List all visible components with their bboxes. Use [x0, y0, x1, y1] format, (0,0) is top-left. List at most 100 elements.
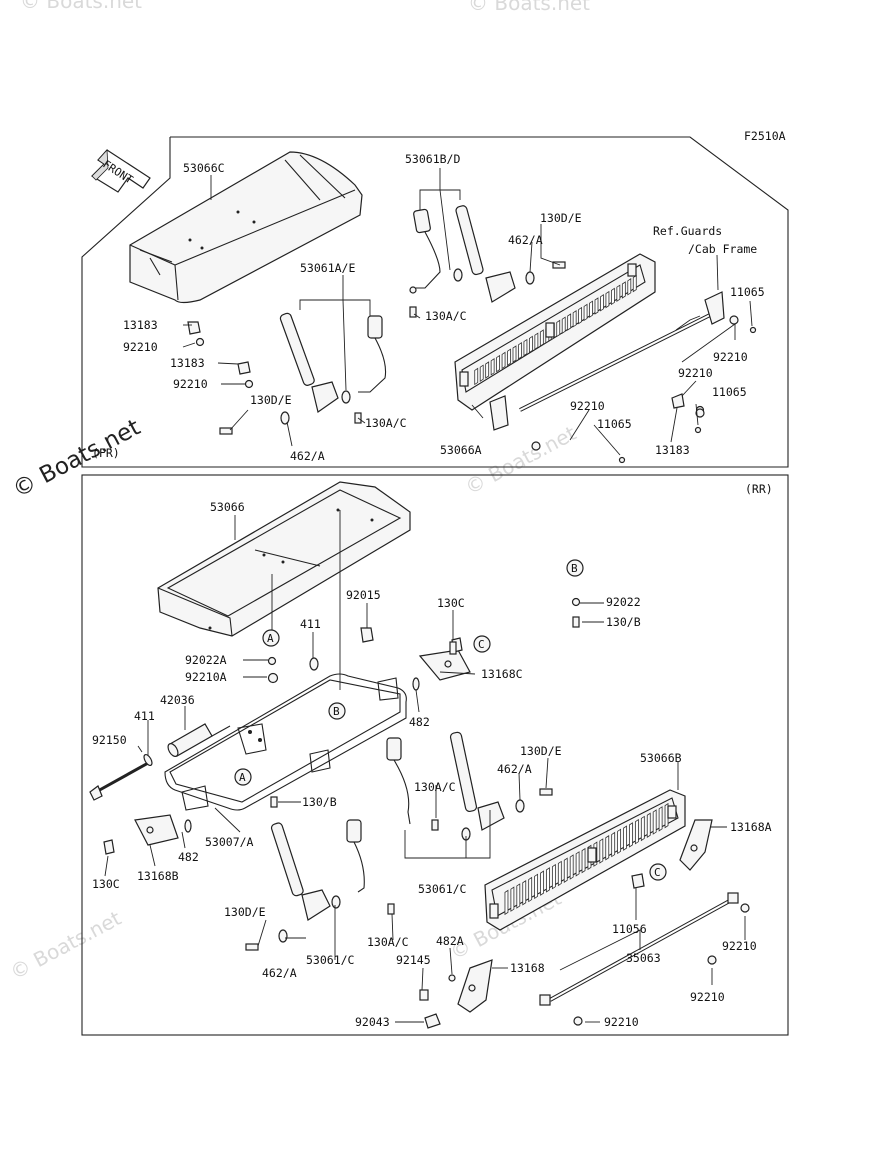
front-section-frame — [81, 136, 789, 468]
front-backrest-slot — [507, 348, 511, 366]
front-backrest-slot — [518, 342, 522, 360]
label-92015: 92015 — [346, 588, 381, 602]
rear-backrest-slot — [551, 863, 556, 890]
figure-code: F2510A — [744, 129, 786, 143]
label-92210-e: 92210 — [570, 399, 605, 413]
front-backrest-slot — [474, 367, 479, 386]
rear-backrest-slot — [605, 835, 610, 861]
label-130DE-b: 130D/E — [250, 393, 292, 407]
ref-note-line2: /Cab Frame — [688, 242, 757, 256]
rear-backrest-slot — [646, 812, 651, 838]
rear-seatbelt-left — [270, 819, 365, 921]
front-lead-lines — [182, 168, 753, 456]
label-411-b: 411 — [134, 709, 155, 723]
rear-backrest-slot — [516, 883, 521, 909]
front-backrest — [454, 253, 656, 411]
rear-backrest-slot — [640, 815, 645, 842]
rear-bracket-13168C — [412, 637, 471, 691]
rear-backrest — [484, 789, 686, 931]
rear-seat-tray — [157, 481, 411, 637]
callout-B-detail: B — [571, 562, 578, 575]
front-backrest-slot — [534, 332, 539, 350]
label-92210-b: 92210 — [173, 377, 208, 391]
callout-B-frame: B — [333, 705, 340, 718]
front-backrest-slot — [616, 284, 621, 302]
label-482-b: 482 — [178, 850, 199, 864]
front-backrest-slot — [578, 306, 582, 325]
label-92150: 92150 — [92, 733, 127, 747]
rear-cylinder — [167, 723, 231, 757]
label-11065-c: 11065 — [597, 417, 632, 431]
rear-backrest-slot — [563, 857, 568, 883]
label-42036: 42036 — [160, 693, 195, 707]
front-backrest-slot — [589, 300, 593, 318]
rear-backrest-slot — [522, 880, 527, 906]
label-92210-c: 92210 — [604, 1015, 639, 1029]
label-130AC-a: 130A/C — [425, 309, 467, 323]
rear-long-bolt — [89, 753, 153, 801]
label-92022: 92022 — [606, 595, 641, 609]
watermark-top-center: © Boats.net — [468, 0, 590, 15]
front-backrest-slot — [605, 290, 610, 309]
watermark-left: © Boats.net — [9, 414, 145, 503]
label-462A-a: 462/A — [508, 233, 543, 247]
front-backrest-slot — [600, 294, 604, 312]
rear-bracket-13168 — [457, 959, 493, 1013]
label-13168: 13168 — [510, 961, 545, 975]
callout-A-lower: A — [239, 771, 246, 784]
label-11065-a: 11065 — [730, 285, 765, 299]
rear-backrest-slot — [664, 802, 669, 829]
label-53061BD: 53061B/D — [405, 152, 460, 166]
label-53061AE: 53061A/E — [300, 261, 355, 275]
label-130C-a: 130C — [437, 596, 465, 610]
front-backrest-slot — [561, 316, 566, 334]
label-13183-b: 13183 — [170, 356, 205, 370]
label-462A-b: 462/A — [290, 449, 325, 463]
front-backrest-slot — [512, 345, 517, 363]
front-backrest-slot — [490, 358, 495, 376]
rear-bracket-13168A — [679, 819, 713, 871]
front-backrest-slot — [627, 278, 632, 296]
rear-backrest-slot — [510, 886, 515, 912]
label-92145: 92145 — [396, 953, 431, 967]
label-11065-b: 11065 — [712, 385, 747, 399]
label-130DE-b: 130D/E — [224, 905, 266, 919]
front-backrest-slot — [632, 274, 637, 293]
rear-backrest-slot — [611, 831, 616, 858]
label-35063: 35063 — [626, 951, 661, 965]
label-130B-a: 130/B — [606, 615, 641, 629]
label-53066: 53066 — [210, 500, 245, 514]
label-92210-a: 92210 — [722, 939, 757, 953]
label-130C-b: 130C — [92, 877, 120, 891]
callouts: A B A B C C — [234, 559, 667, 881]
front-seatbelt-ae — [279, 312, 387, 413]
rear-lead-lines — [104, 510, 746, 1023]
watermarks: © Boats.net © Boats.net © Boats.net © Bo… — [6, 0, 590, 984]
rear-backrest-slot — [575, 851, 580, 877]
label-11056: 11056 — [612, 922, 647, 936]
label-130B-b: 130/B — [302, 795, 337, 809]
label-13168B: 13168B — [137, 869, 179, 883]
front-backrest-slot — [572, 310, 577, 328]
rear-backrest-slot — [557, 860, 562, 887]
front-belt-buckle-bd — [409, 205, 516, 303]
front-backrest-slot — [621, 281, 626, 299]
label-53061C-a: 53061/C — [418, 882, 467, 896]
rear-backrest-slot — [652, 809, 657, 835]
label-53066A: 53066A — [440, 443, 482, 457]
label-92022A: 92022A — [185, 653, 227, 667]
label-130AC-b: 130A/C — [367, 935, 409, 949]
label-13183-a: 13183 — [123, 318, 158, 332]
front-mount-rod — [489, 291, 739, 451]
rear-section-label: (RR) — [745, 482, 773, 496]
rear-seatbelt-right — [386, 731, 505, 841]
front-backrest-slot — [556, 319, 561, 338]
rear-backrest-slot — [634, 818, 639, 845]
rear-hardware — [245, 597, 750, 1029]
front-backrest-slot — [485, 361, 490, 379]
front-arrow-icon: FRONT — [91, 149, 151, 193]
rear-bracket-13168B — [103, 814, 192, 855]
label-92043: 92043 — [355, 1015, 390, 1029]
label-130AC-a: 130A/C — [414, 780, 456, 794]
watermark-top-left: © Boats.net — [20, 0, 142, 13]
